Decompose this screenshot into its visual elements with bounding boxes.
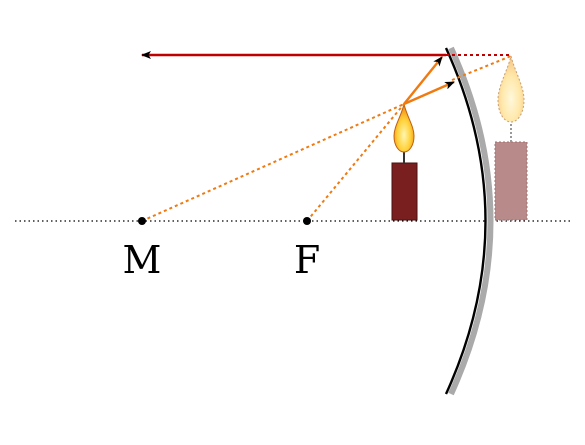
virtual-ray-behind-mirror bbox=[451, 55, 512, 81]
incident-ray-through-focus bbox=[403, 56, 443, 105]
label-f: F bbox=[294, 238, 320, 282]
ray-from-focus-dashed bbox=[306, 103, 405, 222]
focal-point-f bbox=[303, 217, 311, 225]
ray-from-center-dashed bbox=[141, 103, 405, 222]
center-point-m bbox=[138, 217, 146, 225]
object-candle bbox=[391, 103, 418, 221]
concave-mirror bbox=[444, 47, 487, 395]
incident-ray-through-center bbox=[403, 80, 455, 106]
candle-flame bbox=[393, 103, 415, 153]
label-m: M bbox=[123, 238, 162, 282]
candle-body bbox=[391, 162, 418, 221]
mirror-back-shade bbox=[448, 46, 494, 396]
virtual-candle bbox=[494, 55, 528, 221]
virtual-candle-body bbox=[494, 141, 528, 221]
virtual-candle-flame bbox=[497, 55, 525, 123]
